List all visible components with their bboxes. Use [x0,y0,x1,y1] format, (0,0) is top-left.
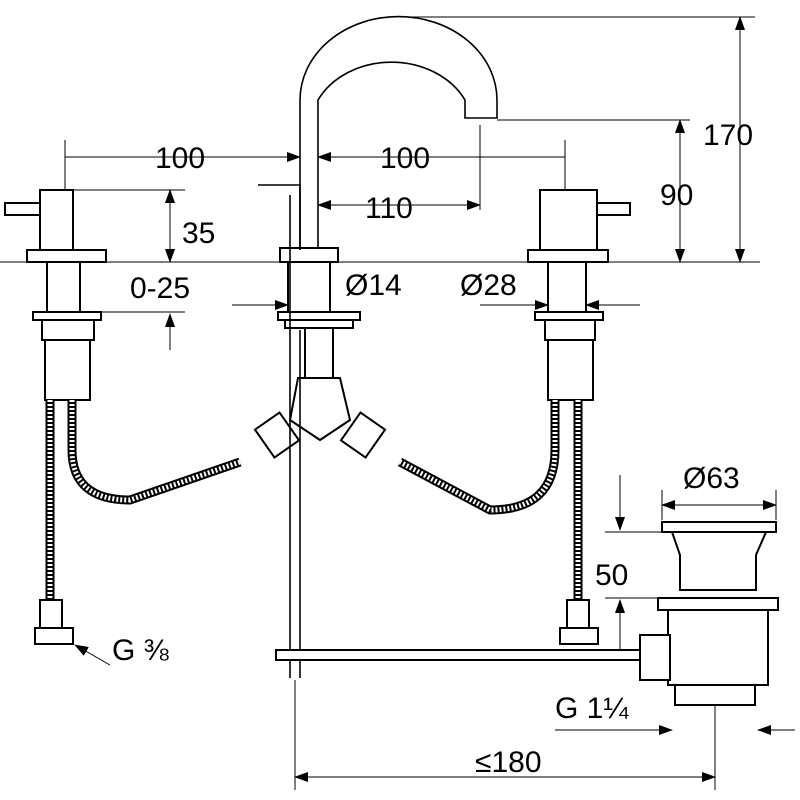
label-supply-thread: G ⅜ [112,634,170,667]
label-handle-height: 35 [182,217,215,250]
label-right-spacing: 100 [380,142,430,175]
left-handle [4,189,242,645]
label-drain-thread: G 1¼ [555,692,629,725]
label-spout-reach: 110 [365,192,413,225]
label-drain-diameter: Ø63 [683,462,740,495]
dimension-lines [64,15,795,790]
label-max-rod-length: ≤180 [475,746,542,779]
label-drain-depth: 50 [595,559,628,592]
label-spout-diameter: Ø14 [345,269,402,302]
label-spout-height: 90 [660,179,693,212]
label-handle-diameter: Ø28 [460,269,517,302]
label-left-spacing: 100 [155,142,205,175]
spout [253,15,498,459]
label-deck-thickness: 0-25 [130,272,190,305]
label-total-height: 170 [703,119,753,152]
drain-assembly [639,521,779,706]
right-handle [397,189,631,645]
